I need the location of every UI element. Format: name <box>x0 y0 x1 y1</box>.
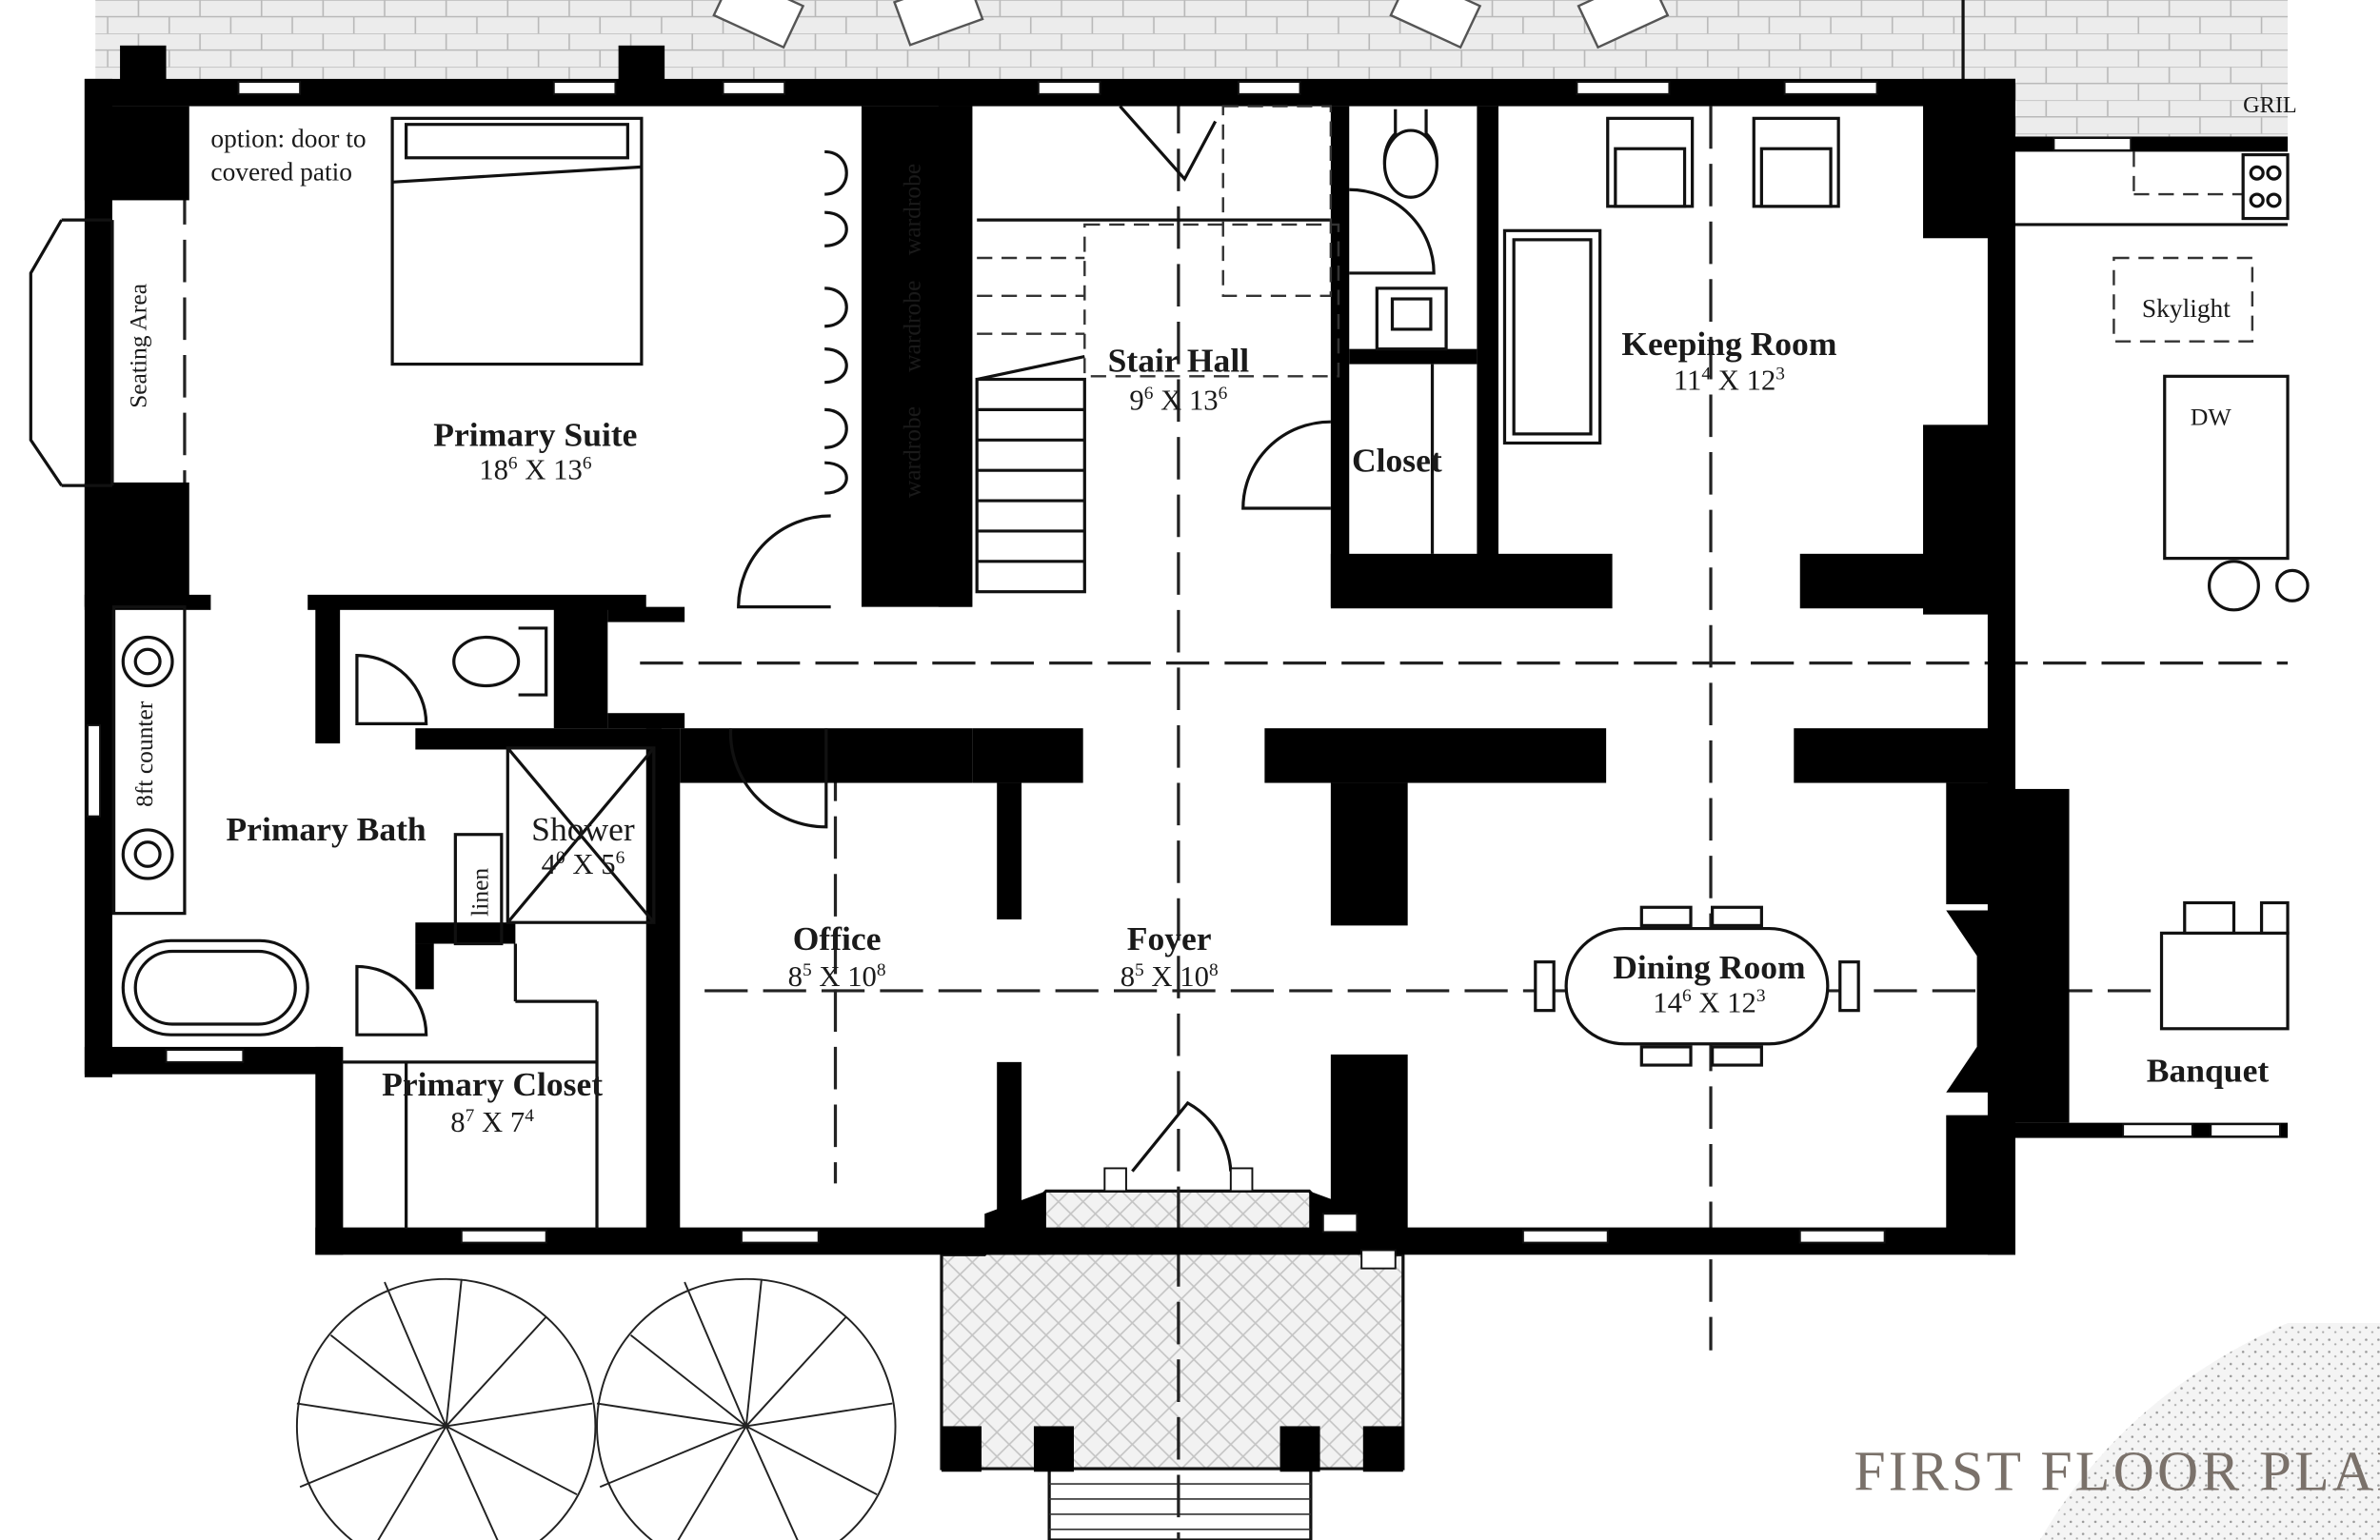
tree-left <box>295 1277 597 1540</box>
room-name: Banquet <box>2147 1053 2270 1090</box>
upper-outline <box>977 105 2289 446</box>
room-name: Office <box>793 920 882 958</box>
room-dimension: 114 X 123 <box>1674 365 1785 397</box>
room-name: Stair Hall <box>1108 343 1250 380</box>
room-label-stair-hall: Stair Hall 96 X 136 <box>1108 343 1250 417</box>
room-dimension: 96 X 136 <box>1129 384 1227 416</box>
fixtures <box>121 109 2310 1067</box>
seating-area-label: Seating Area <box>124 283 151 408</box>
room-name: Foyer <box>1127 920 1212 958</box>
room-label-keeping-room: Keeping Room 114 X 123 <box>1621 326 1836 396</box>
room-dimension: 85 X 108 <box>788 960 886 993</box>
room-label-primary-bath: Primary Bath <box>226 811 426 848</box>
patio-option-note: option: door to <box>210 125 366 153</box>
room-label-closet: Closet <box>1352 443 1442 480</box>
room-name: Closet <box>1352 443 1442 480</box>
room-name: Primary Closet <box>382 1066 603 1103</box>
gravel-area <box>2039 1323 2380 1540</box>
room-name: Dining Room <box>1613 949 1805 986</box>
room-label-banquet: Banquet <box>2147 1053 2270 1090</box>
linen-label: linen <box>466 868 493 917</box>
room-label-shower: Shower 40 X 56 <box>531 811 635 880</box>
room-label-primary-suite: Primary Suite 186 X 136 <box>433 417 637 486</box>
room-dimension: 40 X 56 <box>542 848 625 880</box>
room-label-office: Office 85 X 108 <box>788 920 886 993</box>
plan-title: FIRST FLOOR PLAN <box>1854 1440 2380 1503</box>
windows <box>87 81 2281 1270</box>
wardrobe-label: wardrobe <box>898 164 925 255</box>
room-label-foyer: Foyer 85 X 108 <box>1121 920 1219 993</box>
stone-patio: GRIL <box>95 0 2297 137</box>
wardrobe-label: wardrobe <box>898 281 925 372</box>
tree-right <box>596 1277 897 1540</box>
front-porch <box>940 1189 1405 1540</box>
room-label-dining-room: Dining Room 146 X 123 <box>1613 949 1805 1018</box>
dw-label: DW <box>2191 404 2232 431</box>
counter-label: 8ft counter <box>130 701 158 807</box>
skylight-label: Skylight <box>2142 294 2231 323</box>
room-name: Primary Suite <box>433 417 637 454</box>
room-name: Shower <box>531 811 635 848</box>
patio-option-note-2: covered patio <box>210 158 352 187</box>
wardrobe-label: wardrobe <box>898 406 925 498</box>
room-dimension: 186 X 136 <box>479 454 592 486</box>
grill-label: GRIL <box>2243 93 2297 118</box>
room-name: Keeping Room <box>1621 326 1836 363</box>
interior-lines <box>29 218 2289 1230</box>
room-dimension: 85 X 108 <box>1121 960 1219 993</box>
doors <box>355 105 1436 1173</box>
walls <box>84 45 2289 1255</box>
room-name: Primary Bath <box>226 811 426 848</box>
room-dimension: 87 X 74 <box>450 1106 534 1138</box>
room-label-primary-closet: Primary Closet 87 X 74 <box>382 1066 603 1138</box>
room-dimension: 146 X 123 <box>1653 986 1765 1018</box>
